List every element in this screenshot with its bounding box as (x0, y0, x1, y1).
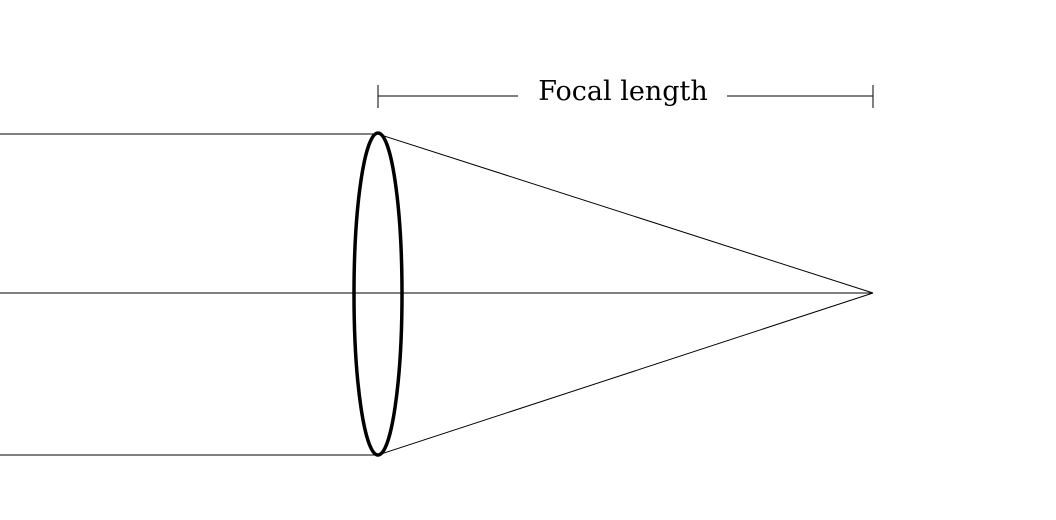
focal-length-label: Focal length (520, 76, 726, 107)
ray-top-refracted (377, 133, 874, 294)
lens (352, 131, 404, 457)
ray-bottom-refracted (377, 292, 874, 456)
